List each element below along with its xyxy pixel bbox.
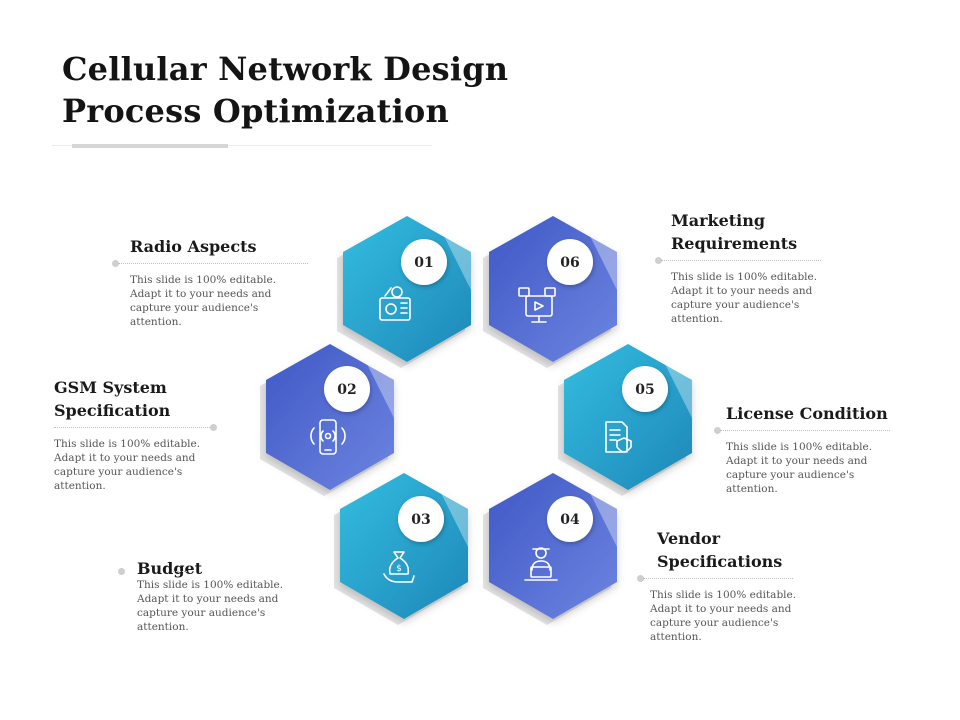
step-number-badge-04: [547, 496, 593, 542]
step-number-05: 05: [635, 382, 654, 398]
hexagon-03: 03 $: [334, 473, 468, 625]
step-number-02: 02: [337, 382, 356, 398]
step-separator-06: [655, 257, 861, 265]
step-number-03: 03: [411, 512, 430, 528]
step-body-05: This slide is 100% editable. Adapt it to…: [726, 441, 873, 495]
hexagon-06: 06: [483, 216, 617, 368]
money-bag-hand-icon: $: [383, 551, 415, 583]
step-body-04: This slide is 100% editable. Adapt it to…: [650, 589, 797, 643]
step-text-02: GSM System Specification This slide is 1…: [54, 376, 244, 493]
step-text-06: Marketing Requirements This slide is 100…: [655, 209, 861, 326]
phone-signal-icon: [310, 419, 346, 455]
step-number-badge-05: [622, 366, 668, 412]
step-body-03: This slide is 100% editable. Adapt it to…: [137, 579, 284, 633]
step-heading-04: Vendor Specifications: [657, 529, 783, 571]
step-number-01: 01: [414, 255, 433, 271]
step-number-badge-01: [401, 239, 447, 285]
slide-title: Cellular Network Design Process Optimiza…: [62, 48, 508, 132]
step-separator-01: [112, 260, 320, 268]
step-text-01: Radio Aspects This slide is 100% editabl…: [112, 235, 320, 329]
step-text-03: Budget This slide is 100% editable. Adap…: [118, 557, 327, 634]
title-underline: [52, 145, 432, 146]
title-line-2: Process Optimization: [62, 92, 449, 130]
separator-dot: [118, 568, 125, 575]
radio-icon: [379, 286, 411, 321]
step-separator-02: [54, 424, 244, 432]
step-heading-06: Marketing Requirements: [671, 211, 798, 253]
separator-dot: [637, 575, 644, 582]
separator-line: [173, 571, 187, 572]
hexagon-05: 05: [558, 344, 692, 496]
step-number-badge-02: [324, 366, 370, 412]
step-separator-05: [714, 427, 916, 435]
step-heading-03: Budget: [137, 559, 203, 578]
separator-line: [643, 578, 793, 579]
step-heading-01: Radio Aspects: [130, 237, 257, 256]
hexagon-02: 02: [260, 344, 394, 496]
step-body-06: This slide is 100% editable. Adapt it to…: [671, 271, 818, 325]
separator-dot: [655, 257, 662, 264]
title-accent-bar: [72, 144, 228, 148]
separator-line: [118, 263, 308, 264]
step-number-badge-03: [398, 496, 444, 542]
separator-line: [661, 260, 821, 261]
step-number-06: 06: [560, 255, 579, 271]
step-text-04: Vendor Specifications This slide is 100%…: [637, 527, 847, 644]
step-number-badge-06: [547, 239, 593, 285]
step-number-04: 04: [560, 512, 580, 528]
step-heading-05: License Condition: [726, 404, 888, 423]
separator-dot: [714, 427, 721, 434]
marketing-monitor-icon: [518, 287, 556, 323]
separator-line: [720, 430, 890, 431]
separator-dot: [112, 260, 119, 267]
separator-dot: [210, 424, 217, 431]
vendor-laptop-icon: [524, 547, 558, 581]
step-text-05: License Condition This slide is 100% edi…: [714, 402, 916, 496]
step-separator-04: [637, 575, 847, 583]
svg-text:$: $: [396, 564, 402, 574]
hexagon-01: 01: [337, 216, 471, 368]
license-document-icon: [605, 421, 632, 453]
title-line-1: Cellular Network Design: [62, 50, 509, 88]
hexagon-04: 04: [483, 473, 617, 625]
step-body-01: This slide is 100% editable. Adapt it to…: [130, 274, 277, 328]
step-separator-03: [118, 568, 327, 576]
separator-line: [54, 427, 210, 428]
step-heading-02: GSM System Specification: [54, 378, 171, 420]
step-body-02: This slide is 100% editable. Adapt it to…: [54, 438, 201, 492]
